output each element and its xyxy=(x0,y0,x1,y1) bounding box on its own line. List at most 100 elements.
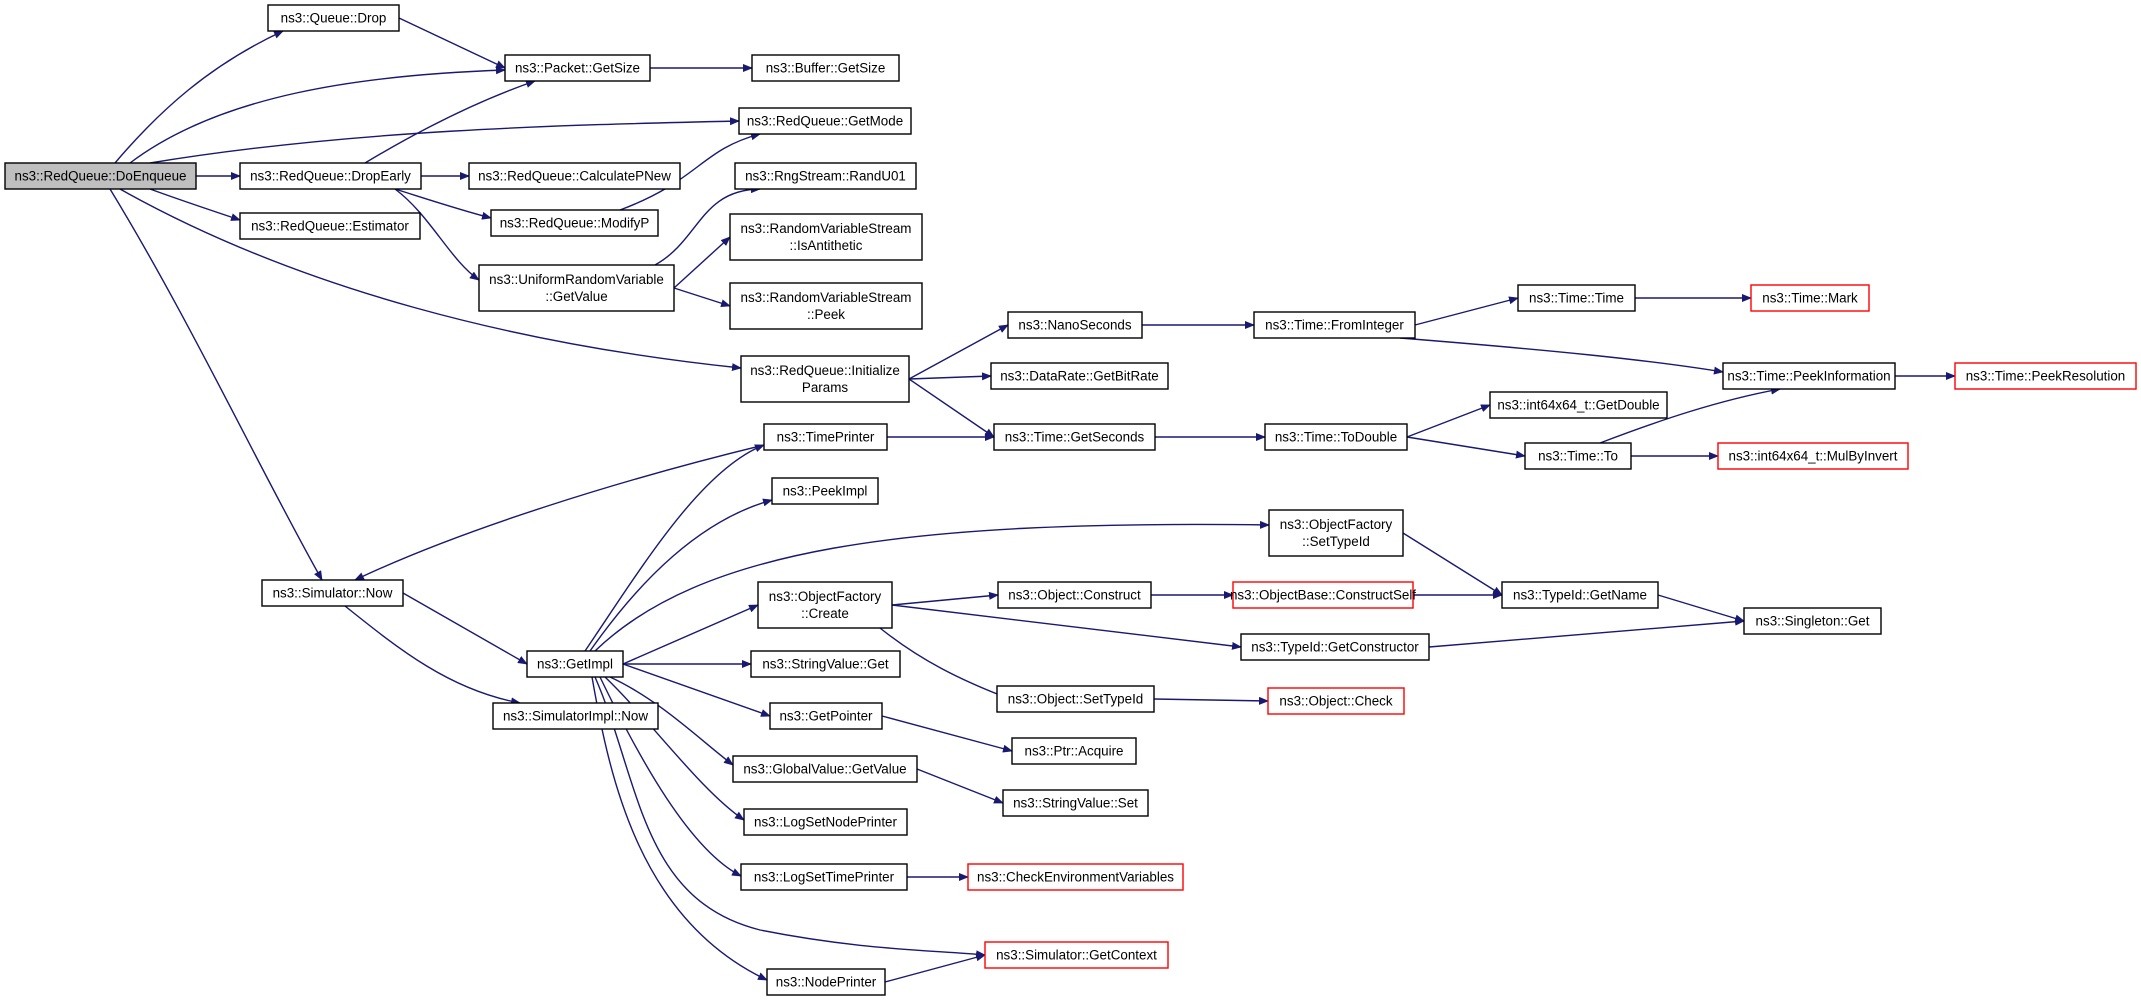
node-logsetnodeprinter[interactable]: ns3::LogSetNodePrinter xyxy=(743,808,908,836)
node-objconstruct[interactable]: ns3::Object::Construct xyxy=(997,581,1152,609)
call-edge-initparams-to-getbitrate xyxy=(908,372,992,381)
call-edge-timeprinter-to-simnow xyxy=(354,444,765,581)
node-timetime[interactable]: ns3::Time::Time xyxy=(1517,284,1636,312)
node-ptracquire[interactable]: ns3::Ptr::Acquire xyxy=(1011,737,1137,765)
node-box xyxy=(490,209,659,237)
node-box xyxy=(738,107,912,135)
call-edge-doenqueue-to-packetgetsize xyxy=(129,66,506,164)
node-label: ns3::GetImpl xyxy=(537,657,613,672)
node-nanoseconds[interactable]: ns3::NanoSeconds xyxy=(1007,311,1143,339)
node-label: ns3::LogSetNodePrinter xyxy=(754,815,897,830)
node-urvgetvalue[interactable]: ns3::UniformRandomVariable::GetValue xyxy=(478,264,675,312)
node-box xyxy=(1722,362,1896,390)
call-arrow xyxy=(619,132,761,211)
node-simnow[interactable]: ns3::Simulator::Now xyxy=(261,579,404,607)
node-peekinfo[interactable]: ns3::Time::PeekInformation xyxy=(1722,362,1896,390)
function-nodes: ns3::RedQueue::DoEnqueue ns3::Queue::Drop… xyxy=(4,4,2137,996)
node-label: ns3::RandomVariableStream xyxy=(741,221,912,236)
node-label: ns3::Time::GetSeconds xyxy=(1005,430,1145,445)
node-objsettypeid[interactable]: ns3::Object::SetTypeId xyxy=(996,685,1155,713)
node-label: ns3::RedQueue::ModifyP xyxy=(500,216,650,231)
node-dropearly[interactable]: ns3::RedQueue::DropEarly xyxy=(239,162,422,190)
node-singletonget[interactable]: ns3::Singleton::Get xyxy=(1743,607,1882,635)
call-arrow xyxy=(1402,532,1503,596)
node-box xyxy=(1954,362,2137,390)
node-box xyxy=(990,362,1169,390)
node-peek[interactable]: ns3::RandomVariableStream::Peek xyxy=(729,282,923,330)
node-ofcreate[interactable]: ns3::ObjectFactory::Create xyxy=(757,581,893,629)
call-edge-urvgetvalue-to-isantithetic xyxy=(673,236,731,289)
node-label: ns3::RandomVariableStream xyxy=(741,290,912,305)
node-constructself[interactable]: ns3::ObjectBase::ConstructSelf xyxy=(1230,581,1416,609)
node-simgetcontext[interactable]: ns3::Simulator::GetContext xyxy=(984,941,1169,969)
node-stringvalueset[interactable]: ns3::StringValue::Set xyxy=(1002,789,1149,817)
call-arrow xyxy=(879,627,1011,700)
node-gvgetvalue[interactable]: ns3::GlobalValue::GetValue xyxy=(732,755,918,783)
node-timemark[interactable]: ns3::Time::Mark xyxy=(1750,284,1870,312)
node-packetgetsize[interactable]: ns3::Packet::GetSize xyxy=(504,54,651,82)
call-arrow xyxy=(891,591,999,606)
call-arrow xyxy=(673,287,731,308)
node-randu01[interactable]: ns3::RngStream::RandU01 xyxy=(734,162,917,190)
call-edge-getimpl-to-simgetcontext xyxy=(594,676,986,959)
call-arrow xyxy=(584,444,765,652)
node-box xyxy=(766,968,886,996)
node-objcheck[interactable]: ns3::Object::Check xyxy=(1267,687,1405,715)
node-label: ns3::DataRate::GetBitRate xyxy=(1000,369,1159,384)
node-timeto[interactable]: ns3::Time::To xyxy=(1524,442,1632,470)
node-stringvalueget[interactable]: ns3::StringValue::Get xyxy=(750,650,901,678)
call-arrow xyxy=(654,185,761,266)
node-getdouble[interactable]: ns3::int64x64_t::GetDouble xyxy=(1489,391,1668,419)
call-edge-urvgetvalue-to-randu01 xyxy=(654,185,761,266)
node-label: ns3::LogSetTimePrinter xyxy=(754,870,895,885)
node-timeprinter[interactable]: ns3::TimePrinter xyxy=(763,423,888,451)
call-arrow xyxy=(891,604,1242,650)
node-calcpnew[interactable]: ns3::RedQueue::CalculatePNew xyxy=(468,162,681,190)
node-typeidgetname[interactable]: ns3::TypeId::GetName xyxy=(1501,581,1659,609)
node-getseconds[interactable]: ns3::Time::GetSeconds xyxy=(993,423,1156,451)
call-arrow xyxy=(109,188,323,581)
node-box xyxy=(1524,442,1632,470)
node-box xyxy=(769,702,883,730)
node-doenqueue[interactable]: ns3::RedQueue::DoEnqueue xyxy=(4,162,197,190)
node-label: ns3::SimulatorImpl::Now xyxy=(503,709,648,724)
call-edge-ofcreate-to-getconstructor xyxy=(891,604,1242,650)
node-modifyp[interactable]: ns3::RedQueue::ModifyP xyxy=(490,209,659,237)
node-queuedrop[interactable]: ns3::Queue::Drop xyxy=(267,4,400,32)
node-box xyxy=(763,423,888,451)
node-label: ns3::RedQueue::CalculatePNew xyxy=(478,169,671,184)
node-logsettimeprinter[interactable]: ns3::LogSetTimePrinter xyxy=(740,863,908,891)
node-peekimpl[interactable]: ns3::PeekImpl xyxy=(771,477,879,505)
node-ofsettypeid[interactable]: ns3::ObjectFactory::SetTypeId xyxy=(1268,509,1404,557)
node-getmode[interactable]: ns3::RedQueue::GetMode xyxy=(738,107,912,135)
call-arrow xyxy=(594,676,986,959)
call-edge-getimpl-to-timeprinter xyxy=(584,444,765,652)
node-getimpl[interactable]: ns3::GetImpl xyxy=(526,650,624,678)
node-checkenv[interactable]: ns3::CheckEnvironmentVariables xyxy=(967,863,1184,891)
node-estimator[interactable]: ns3::RedQueue::Estimator xyxy=(239,212,421,240)
node-getpointer[interactable]: ns3::GetPointer xyxy=(769,702,883,730)
call-edge-getimpl-to-ofsettypeid xyxy=(594,520,1270,652)
call-arrow xyxy=(1428,617,1745,648)
node-label: ns3::Simulator::GetContext xyxy=(996,948,1157,963)
call-edge-getimpl-to-gvgetvalue xyxy=(609,676,734,766)
node-frominteger[interactable]: ns3::Time::FromInteger xyxy=(1253,311,1416,339)
node-todouble[interactable]: ns3::Time::ToDouble xyxy=(1264,423,1408,451)
node-peekres[interactable]: ns3::Time::PeekResolution xyxy=(1954,362,2137,390)
node-simimplnow[interactable]: ns3::SimulatorImpl::Now xyxy=(492,702,659,730)
call-arrow xyxy=(119,188,742,372)
node-box xyxy=(1240,633,1430,661)
node-isantithetic[interactable]: ns3::RandomVariableStream::IsAntithetic xyxy=(729,213,923,261)
node-box xyxy=(751,54,900,82)
node-buffergetsize[interactable]: ns3::Buffer::GetSize xyxy=(751,54,900,82)
call-arrow xyxy=(622,663,771,717)
node-mulbyinvert[interactable]: ns3::int64x64_t::MulByInvert xyxy=(1717,442,1909,470)
call-arrow xyxy=(364,80,536,164)
call-arrow xyxy=(908,372,992,381)
node-getconstructor[interactable]: ns3::TypeId::GetConstructor xyxy=(1240,633,1430,661)
node-nodeprinter[interactable]: ns3::NodePrinter xyxy=(766,968,886,996)
node-label: ns3::Buffer::GetSize xyxy=(766,61,886,76)
call-edge-doenqueue-to-getmode xyxy=(149,117,740,164)
node-getbitrate[interactable]: ns3::DataRate::GetBitRate xyxy=(990,362,1169,390)
